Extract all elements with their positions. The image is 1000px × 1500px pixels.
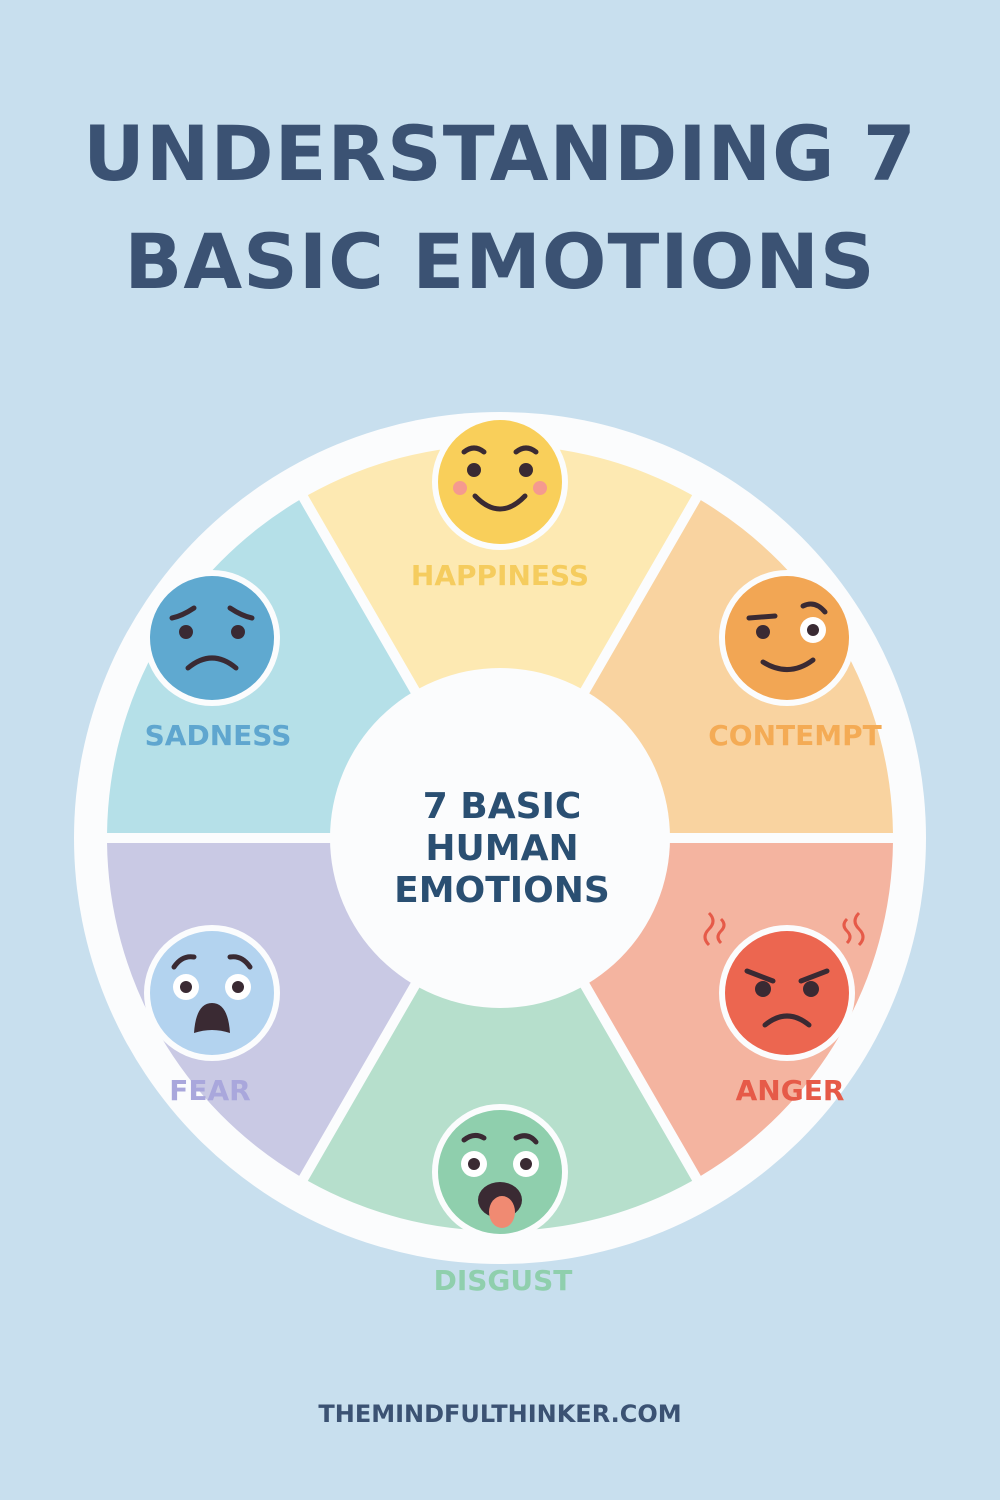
center-line-3: EMOTIONS — [394, 870, 610, 911]
label-disgust: DISGUST — [434, 1264, 573, 1297]
center-text: 7 BASIC HUMAN EMOTIONS — [394, 786, 610, 911]
title-line-1: UNDERSTANDING 7 — [83, 109, 917, 198]
label-contempt: CONTEMPT — [708, 719, 882, 752]
segment-happiness — [307, 445, 693, 693]
smirking-face-icon — [719, 570, 855, 706]
disgusted-face-icon — [432, 1104, 568, 1240]
label-anger: ANGER — [736, 1074, 845, 1107]
angry-face-icon — [703, 911, 865, 1061]
fearful-face-icon — [144, 925, 280, 1061]
center-circle — [330, 668, 670, 1008]
center-line-2: HUMAN — [425, 828, 578, 869]
label-fear: FEAR — [169, 1074, 250, 1107]
label-sadness: SADNESS — [145, 719, 292, 752]
smiling-face-icon — [432, 414, 568, 550]
label-happiness: HAPPINESS — [411, 559, 589, 592]
title-line-2: BASIC EMOTIONS — [124, 217, 876, 306]
sad-face-icon — [144, 570, 280, 706]
center-line-1: 7 BASIC — [423, 786, 582, 827]
page-title: UNDERSTANDING 7 BASIC EMOTIONS — [0, 100, 1000, 316]
website-footer: THEMINDFULTHINKER.COM — [318, 1400, 682, 1428]
